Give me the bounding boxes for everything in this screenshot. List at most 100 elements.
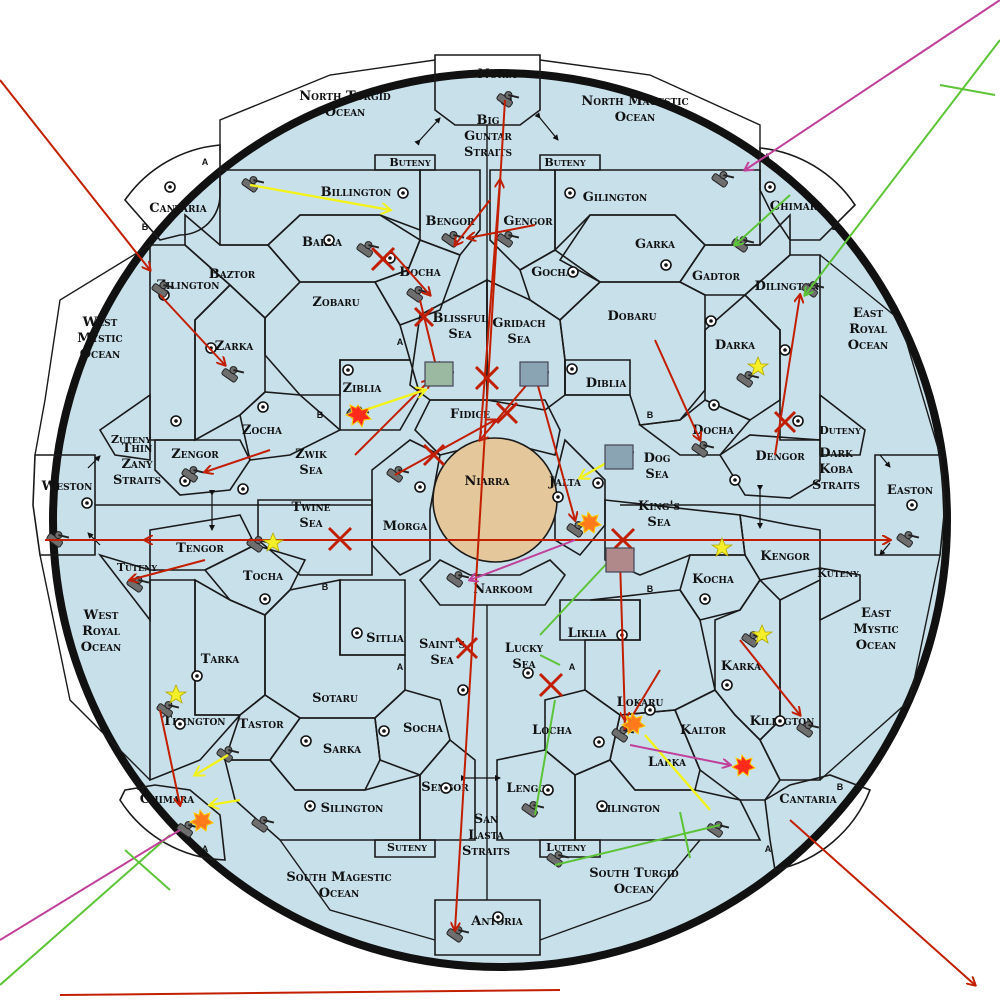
- label-silington: Silington: [321, 801, 384, 816]
- unit-icon[interactable]: [241, 172, 265, 194]
- region-chimara-ne[interactable]: [759, 147, 857, 241]
- supply-center-dot: [418, 485, 422, 489]
- label-luteny: Luteny: [546, 841, 586, 854]
- supply-center-dot: [304, 739, 308, 743]
- label-lengor: Lengor: [506, 781, 554, 796]
- label-chimara-ne: Chimara: [770, 199, 825, 214]
- coast-tag: A: [765, 844, 772, 854]
- region-cantaria-se[interactable]: [764, 774, 872, 871]
- unit-icon[interactable]: [896, 527, 920, 549]
- supply-center-dot: [346, 368, 350, 372]
- unit-icon[interactable]: [221, 362, 245, 384]
- build-stars: [164, 355, 774, 704]
- orders-magenta: [0, 0, 1000, 941]
- cut-supports: [124, 84, 996, 891]
- region-zuteny[interactable]: [98, 393, 151, 461]
- supply-center-dot: [556, 495, 560, 499]
- label-kaltor: Kaltor: [680, 723, 726, 738]
- coast-tag: B: [137, 782, 144, 792]
- label-tastor: Tastor: [238, 717, 284, 732]
- label-gadtor: Gadtor: [692, 269, 740, 284]
- supply-center-dot: [526, 671, 530, 675]
- unit-icon[interactable]: [711, 167, 735, 189]
- region-bengor-n[interactable]: [419, 169, 481, 256]
- region-duteny[interactable]: [819, 393, 866, 456]
- unit-icon[interactable]: [496, 227, 520, 249]
- supply-center-dot: [600, 804, 604, 808]
- label-narkoom: Narkoom: [473, 582, 533, 597]
- unit-icon[interactable]: [181, 462, 205, 484]
- adjacency-arrows: [87, 112, 891, 781]
- region-docha[interactable]: [637, 399, 752, 456]
- region-buteny-nw[interactable]: [374, 154, 436, 171]
- region-kaltor[interactable]: [673, 688, 781, 801]
- label-niarra: Niarra: [464, 474, 510, 489]
- region-morga[interactable]: [371, 439, 441, 576]
- region-sengor[interactable]: [419, 738, 476, 841]
- label-zengor: Zengor: [171, 447, 219, 462]
- supply-center-dot: [263, 597, 267, 601]
- region-chimara-sw[interactable]: [119, 784, 226, 861]
- board-rim: [49, 69, 951, 971]
- label-liklia: Liklia: [568, 626, 608, 641]
- region-easton[interactable]: [874, 454, 946, 556]
- coast-tag: B: [317, 410, 324, 420]
- supply-center-dot: [712, 403, 716, 407]
- region-zengor[interactable]: [154, 439, 251, 496]
- supply-center-dot: [783, 348, 787, 352]
- supply-center-dot: [444, 786, 448, 790]
- label-tocha: Tocha: [243, 569, 284, 584]
- unit-icon[interactable]: [251, 812, 275, 834]
- region-noria[interactable]: [434, 54, 541, 126]
- region-jalta[interactable]: [554, 438, 606, 557]
- label-buteny-ne: Buteny: [544, 156, 586, 169]
- region-cantaria-nw[interactable]: [123, 144, 221, 241]
- coast-tag: B: [647, 410, 654, 420]
- unit-icon[interactable]: [151, 277, 175, 299]
- supply-center-dot: [568, 191, 572, 195]
- unit-icon[interactable]: [736, 367, 760, 389]
- orders-green: [0, 39, 1000, 986]
- label-gocha-n: Gocha: [531, 265, 574, 280]
- unit-icon[interactable]: [691, 437, 715, 459]
- coast-tag: A: [202, 157, 209, 167]
- region-luteny[interactable]: [539, 839, 601, 858]
- region-liklia[interactable]: [559, 599, 641, 641]
- label-kengor: Kengor: [760, 549, 810, 564]
- region-niarra[interactable]: [432, 437, 558, 563]
- label-kocha: Kocha: [692, 572, 735, 587]
- region-sitlia[interactable]: [339, 579, 406, 656]
- region-ziblia[interactable]: [339, 359, 421, 431]
- label-billington: Billington: [321, 185, 392, 200]
- supply-center-dot: [725, 683, 729, 687]
- region-weston[interactable]: [32, 454, 96, 556]
- label-diblia: Diblia: [586, 376, 628, 391]
- region-narkoom[interactable]: [418, 559, 567, 606]
- region-antoria[interactable]: [434, 899, 541, 956]
- region-lilington[interactable]: [574, 759, 762, 841]
- label-bengor-n: Bengor: [425, 214, 475, 229]
- label-cantaria-se: Cantaria: [779, 792, 837, 807]
- unit-icon[interactable]: [356, 237, 380, 259]
- supply-center-dot: [597, 740, 601, 744]
- label-socha: Socha: [403, 721, 444, 736]
- region-lengor[interactable]: [496, 749, 576, 841]
- label-bocha: Bocha: [399, 265, 441, 280]
- region-dengor[interactable]: [718, 434, 821, 499]
- supply-center-dot: [183, 479, 187, 483]
- label-dengor: Dengor: [755, 449, 805, 464]
- unit-icon[interactable]: [796, 717, 820, 739]
- label-tilington: Tilington: [162, 714, 225, 729]
- label-chimara-sw: Chimara: [140, 792, 195, 807]
- label-locha: Locha: [532, 723, 573, 738]
- supply-center-dot: [461, 688, 465, 692]
- supply-center-dot: [178, 722, 182, 726]
- region-suteny[interactable]: [374, 839, 436, 858]
- supply-center-dot: [596, 481, 600, 485]
